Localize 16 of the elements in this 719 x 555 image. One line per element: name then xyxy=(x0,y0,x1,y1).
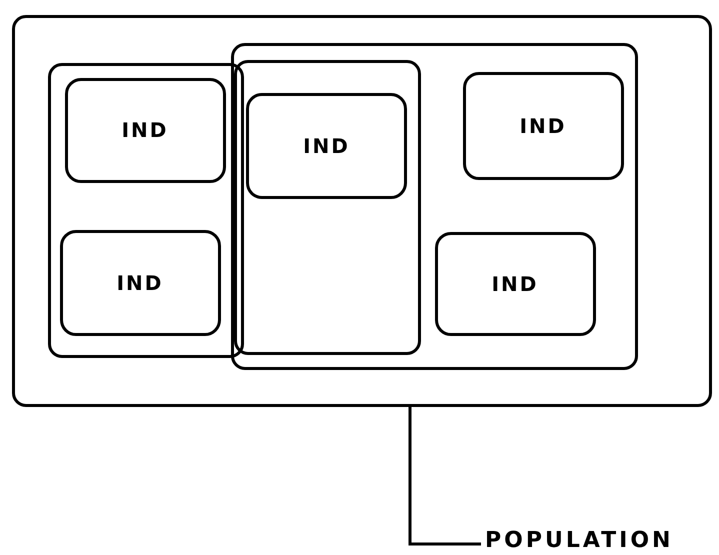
individual-label: IND xyxy=(492,272,538,296)
group-outline xyxy=(234,60,420,354)
group-outline xyxy=(48,63,244,358)
group-outline xyxy=(12,15,712,407)
individual-box xyxy=(246,93,407,199)
individual-box xyxy=(64,78,226,182)
leader-line xyxy=(408,407,481,546)
individual-label: IND xyxy=(122,118,168,142)
individual-box xyxy=(462,72,624,180)
individual-box xyxy=(434,232,596,336)
individual-box xyxy=(60,230,220,336)
group-outline xyxy=(231,43,638,370)
individual-label: IND xyxy=(520,114,566,138)
population-label: POPULATION xyxy=(485,528,674,552)
individual-label: IND xyxy=(116,270,164,294)
individual-label: IND xyxy=(303,134,350,158)
